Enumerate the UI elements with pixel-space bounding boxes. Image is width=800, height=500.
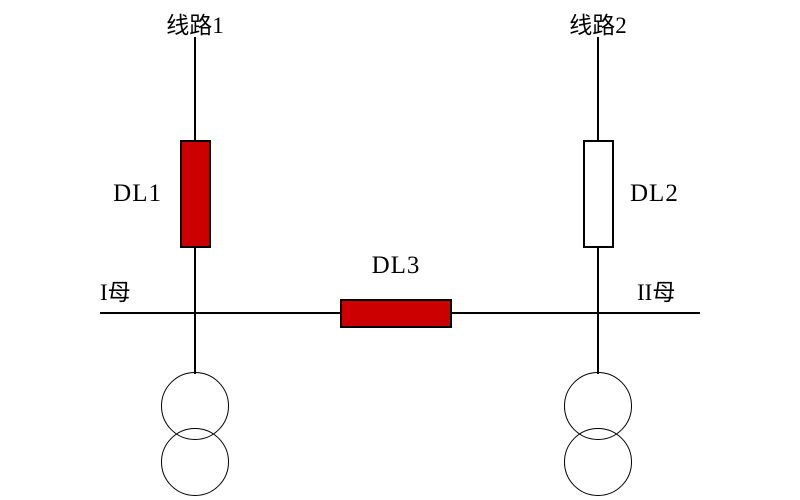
feeder2-label: 线路2 xyxy=(569,13,627,38)
breaker-dl1 xyxy=(180,140,211,248)
breaker-dl2 xyxy=(583,140,614,248)
breaker-dl2-label: DL2 xyxy=(630,180,679,207)
bus1-label: I母 xyxy=(100,280,131,305)
feeder1-label: 线路1 xyxy=(166,13,224,38)
bus2-label: II母 xyxy=(637,280,676,305)
transformer-1-secondary-winding xyxy=(161,428,229,496)
breaker-dl1-label: DL1 xyxy=(113,180,162,207)
breaker-dl3-label: DL3 xyxy=(371,252,421,279)
breaker-dl3 xyxy=(340,299,452,328)
transformer-2-secondary-winding xyxy=(564,428,632,496)
